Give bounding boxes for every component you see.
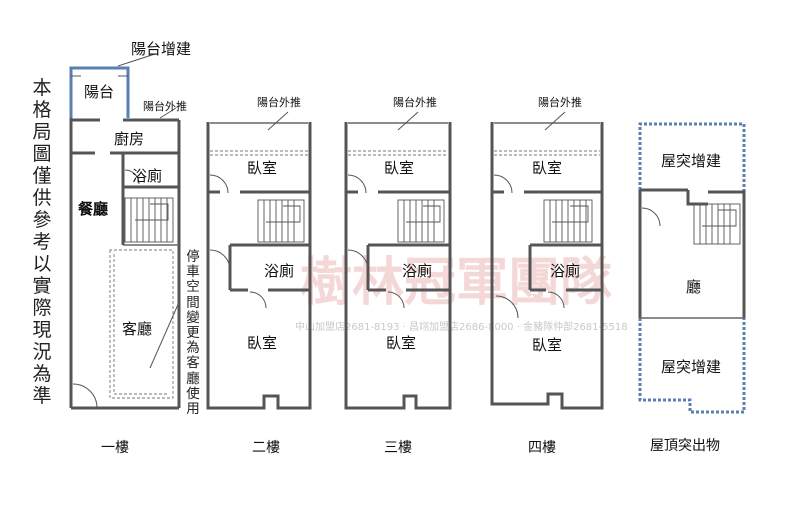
- floor-4-door-3: [547, 291, 565, 309]
- floor-2-door-2: [209, 249, 231, 271]
- floor-2-balcony-line: [210, 150, 308, 156]
- label-bath-2: 浴廁: [264, 262, 294, 280]
- label-dining: 餐廳: [78, 200, 108, 218]
- balcony-push-leader-3: [397, 111, 419, 131]
- caption-roof-structure: 屋頂突出物: [650, 438, 720, 454]
- floor-1-outer-walls: [69, 118, 181, 410]
- floor-3-door-3: [387, 291, 405, 309]
- floor-2-stairs: [257, 199, 305, 243]
- floor-4-door-1: [493, 174, 513, 194]
- roof-door: [641, 207, 661, 227]
- floor-2-door-1: [209, 174, 229, 194]
- balcony-push-leader-4: [544, 111, 566, 131]
- label-bath-4: 浴廁: [550, 262, 580, 280]
- floor-4-bath-walls: [528, 243, 602, 292]
- floor-4-plan: 陽台外推 臥室 浴廁 臥室 四樓: [490, 95, 604, 456]
- caption-floor-4: 四樓: [528, 440, 556, 456]
- label-roof-addition-bottom: 屋突增建: [661, 358, 721, 376]
- label-bath-3: 浴廁: [402, 262, 432, 280]
- floor-2-outer-walls: [206, 122, 312, 410]
- floor-4-balcony-line: [494, 150, 600, 156]
- floor-1-stairs: [124, 197, 174, 243]
- label-bedroom-back-4: 臥室: [532, 336, 562, 354]
- label-living: 客廳: [122, 320, 152, 338]
- floor-4-door-2: [495, 295, 519, 319]
- floor-4-outer-walls: [490, 122, 604, 410]
- roof-stairs: [693, 203, 741, 245]
- floor-3-stairs: [397, 199, 445, 243]
- floor-2-door-3: [249, 291, 267, 309]
- label-balcony: 陽台: [84, 83, 114, 101]
- label-balcony-push-3: 陽台外推: [393, 95, 437, 109]
- label-kitchen: 廚房: [114, 130, 144, 148]
- label-bedroom-front-4: 臥室: [532, 159, 562, 177]
- label-bedroom-back-2: 臥室: [247, 334, 277, 352]
- label-balcony-push-4: 陽台外推: [538, 95, 582, 109]
- label-balcony-extension: 陽台增建: [131, 40, 191, 58]
- caption-floor-2: 二樓: [252, 440, 280, 456]
- floor-3-outer-walls: [344, 122, 452, 410]
- label-bedroom-front-2: 臥室: [247, 159, 277, 177]
- floor-4-stairs: [543, 199, 593, 243]
- balcony-extension-outline: [69, 66, 130, 118]
- parking-note-vertical-text: 停車空間變更為客廳使用: [186, 249, 200, 418]
- label-balcony-push-1: 陽台外推: [143, 99, 187, 113]
- caption-floor-3: 三樓: [384, 440, 412, 456]
- watermark-brand: 樹林冠軍團隊: [300, 253, 612, 313]
- floor-1-entry-door: [72, 383, 98, 409]
- parking-space-outline: [109, 249, 174, 399]
- balcony-push-leader-2: [267, 111, 289, 131]
- floor-3-door-1: [347, 174, 367, 194]
- watermark: 樹林冠軍團隊 中山加盟店2681-8193 ‧ 昌翊加盟店2686-8000 ‧…: [295, 253, 628, 333]
- roof-structure-plan: 屋突增建 廳 屋突增建 屋頂突出物: [638, 122, 746, 454]
- label-bedroom-back-3: 臥室: [386, 334, 416, 352]
- floor-2-plan: 陽台外推 臥室 浴廁 臥室 二樓: [206, 95, 312, 456]
- label-roof-hall: 廳: [686, 278, 701, 296]
- label-bedroom-front-3: 臥室: [384, 159, 414, 177]
- parking-note-leader: [149, 299, 181, 369]
- balcony-push-leader-1: [159, 107, 177, 119]
- caption-floor-1: 一樓: [101, 440, 129, 456]
- disclaimer-vertical-text: 本格局圖僅供參考以實際現況為準: [32, 77, 52, 407]
- floor-1-plan: 陽台增建 陽台 陽台外推 廚房 浴廁 餐廳 客廳 一樓: [69, 40, 191, 456]
- label-bath-1: 浴廁: [132, 167, 162, 185]
- floor-3-plan: 陽台外推 臥室 浴廁 臥室 三樓: [344, 95, 452, 456]
- roof-addition-top-outline: [638, 122, 746, 190]
- roof-hall-walls: [638, 188, 746, 318]
- label-balcony-push-2: 陽台外推: [257, 95, 301, 109]
- roof-addition-bottom-outline: [638, 318, 746, 414]
- parking-space-inner: [113, 254, 169, 395]
- floor-3-balcony-line: [348, 150, 448, 156]
- floor-1-bath-walls: [121, 153, 179, 245]
- label-roof-addition-top: 屋突增建: [661, 152, 721, 170]
- balcony-extension-leader: [117, 53, 156, 67]
- watermark-contact: 中山加盟店2681-8193 ‧ 昌翊加盟店2686-8000 ‧ 金豬隊仲部2…: [295, 320, 628, 333]
- floor-1-bath-door: [124, 169, 140, 185]
- floor-3-door-2: [347, 249, 369, 271]
